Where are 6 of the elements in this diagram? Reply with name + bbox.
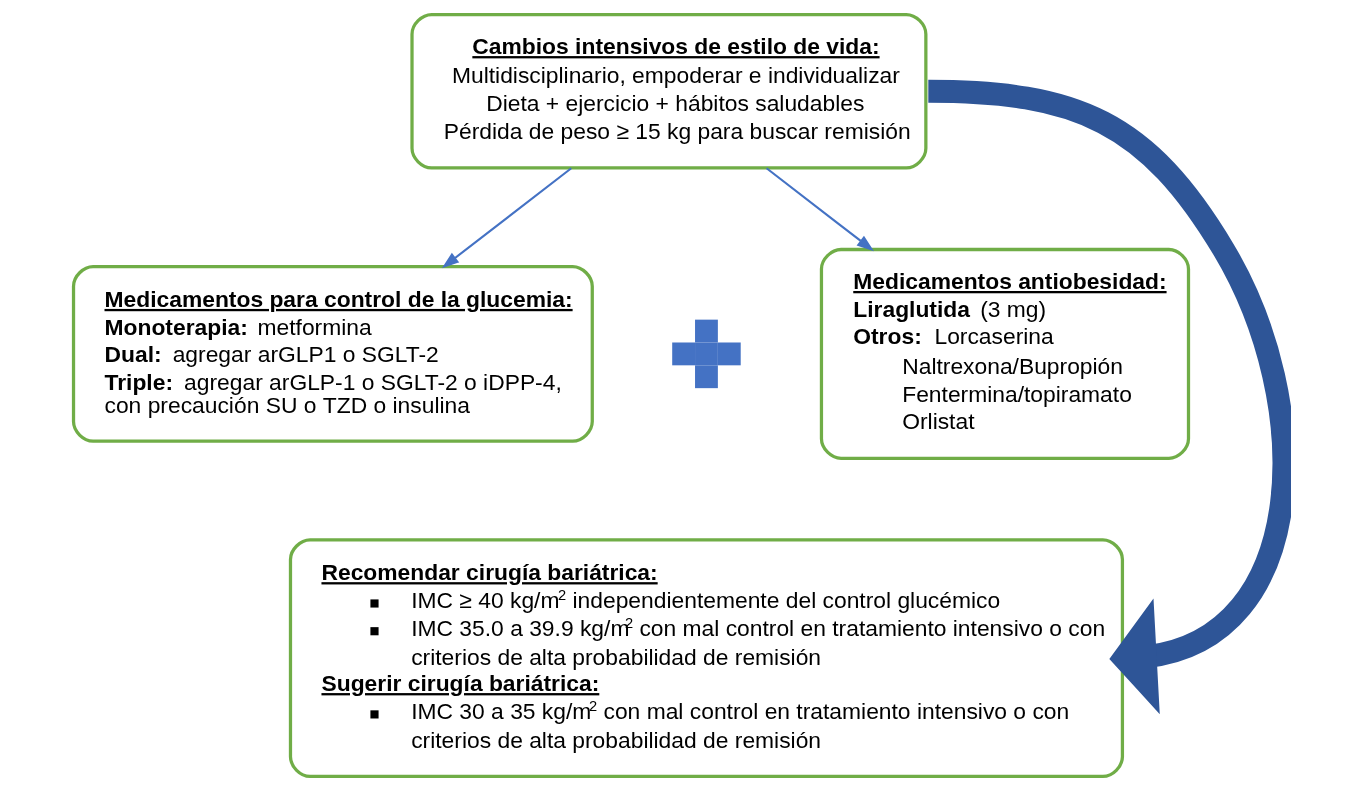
node-box: Medicamentos para control de la glucemia: Monoterapia: metformina Dual: agregar arGLP1 o SGLT-2 Triple: agregar arGLP-1 o SGLT-2 o iDPP-4, con precaución SU o TZD o insulina	[71, 265, 594, 443]
arrow	[928, 79, 1291, 715]
node-box: Cambios intensivos de estilo de vida: Multidisciplinario, empoderar e individualizar Dieta + ejercicio + hábitos saludables Pérdida de peso ≥ 15 kg para buscar remisión	[410, 12, 928, 170]
node-box: Medicamentos antiobesidad: Liraglutida (3 mg) Otros: Lorcaserina Naltrexona/Bupropión Fentermina/topiramato Orlistat	[819, 247, 1191, 460]
arrow	[441, 167, 572, 269]
arrow	[765, 167, 874, 252]
